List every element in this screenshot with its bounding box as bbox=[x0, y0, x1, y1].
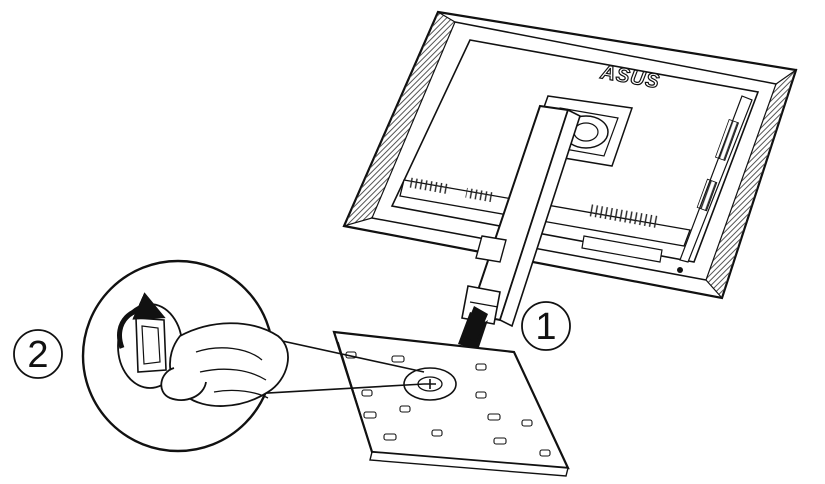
rotate-arrow-icon bbox=[117, 292, 166, 349]
step-1-marker: 1 bbox=[521, 301, 571, 351]
stand-base bbox=[332, 330, 570, 477]
step-2-marker: 2 bbox=[13, 329, 63, 379]
step-1-label: 1 bbox=[535, 306, 556, 348]
step-2-label: 2 bbox=[27, 334, 48, 376]
monitor-back: ASUS bbox=[342, 10, 798, 300]
insert-arrow bbox=[458, 306, 488, 350]
screw-detail-callout bbox=[81, 259, 425, 453]
